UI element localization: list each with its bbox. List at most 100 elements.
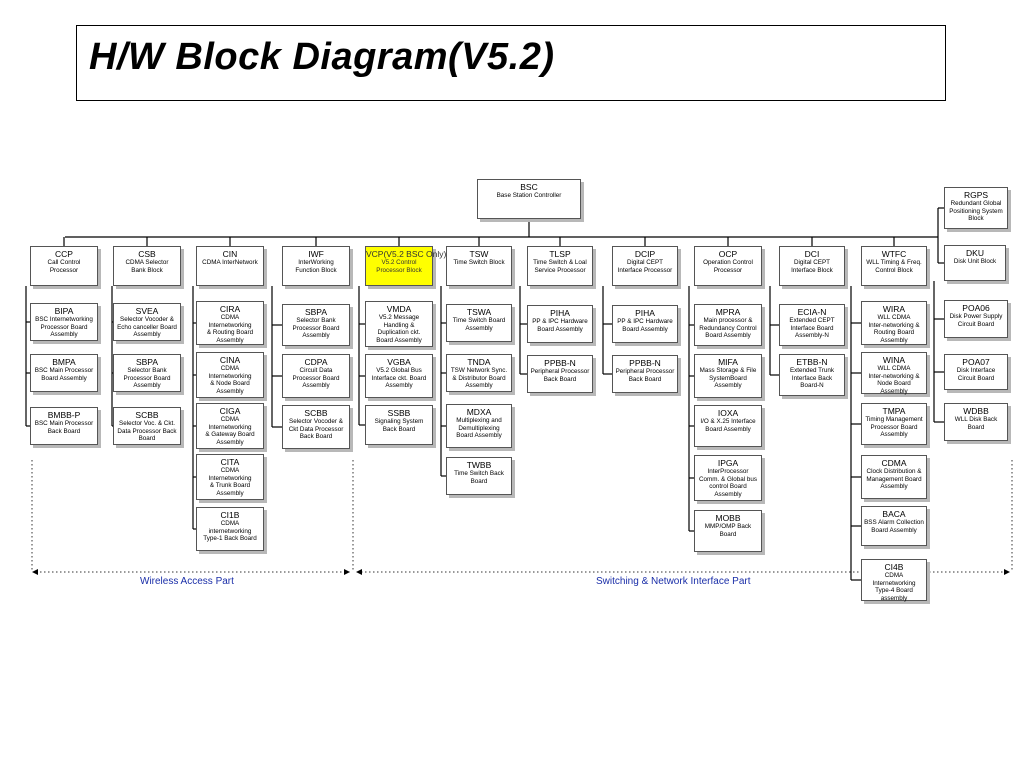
- block-label: TWBB: [466, 460, 492, 470]
- block-label: TSWA: [466, 307, 492, 317]
- block-label: CIGA: [219, 406, 241, 416]
- block-description: CDMA Internetworking & Node Board Assemb…: [208, 365, 252, 395]
- block-label: CINA: [219, 355, 241, 365]
- block-label: WTFC: [881, 249, 907, 259]
- block-label: VCP(V5.2 BSC Only): [366, 249, 447, 259]
- block-label: SCBB: [135, 410, 159, 420]
- block-label: BMPA: [52, 357, 76, 367]
- block-description: BSS Alarm Collection Board Assembly: [864, 519, 924, 534]
- block-description: V5.2 Control Processor Block: [376, 259, 422, 274]
- block-label: CIRA: [219, 304, 241, 314]
- block-description: Digital CEPT Interface Processor: [617, 259, 673, 274]
- block-label: CI4B: [884, 562, 904, 572]
- block-description: WLL CDMA Inter-networking & Node Board A…: [868, 365, 920, 395]
- block-description: V5.2 Global Bus Interface ckt. Board Ass…: [371, 367, 427, 390]
- block-description: Peripheral Processor Back Board: [615, 368, 675, 383]
- block-description: CDMA internetworking Type-1 Back Board: [203, 520, 257, 543]
- block-description: TSW Network Sync. & Distributor Board As…: [450, 367, 508, 390]
- block-description: Main processor & Redundancy Control Boar…: [699, 317, 757, 340]
- block-description: Base Station Controller: [496, 192, 562, 199]
- block-description: Signaling System Back Board: [374, 418, 424, 433]
- block-label: BACA: [882, 509, 906, 519]
- block-description: CDMA InterNetwork: [202, 259, 258, 266]
- block-description: Disk Power Supply Circuit Board: [949, 313, 1003, 328]
- block-label: IWF: [308, 249, 324, 259]
- block-description: Digital CEPT Interface Block: [791, 259, 833, 274]
- block-label: DCI: [804, 249, 820, 259]
- block-description: PP & IPC Hardware Board Assembly: [532, 318, 588, 333]
- block-description: Selector Bank Processor Board Assembly: [123, 367, 171, 390]
- block-label: TMPA: [882, 406, 906, 416]
- wireless-access-part-label: Wireless Access Part: [140, 576, 234, 587]
- block-description: BSC Internetworking Processor Board Asse…: [35, 316, 93, 339]
- block-label: WIRA: [882, 304, 906, 314]
- block-label: CDPA: [304, 357, 328, 367]
- block-label: OCP: [718, 249, 738, 259]
- block-description: CDMA Internetworking Type-4 Board assemb…: [872, 572, 916, 602]
- block-label: SVEA: [135, 306, 159, 316]
- block-description: CDMA Selector Bank Block: [125, 259, 169, 274]
- block-label: ETBB-N: [796, 357, 828, 367]
- block-label: TNDA: [467, 357, 491, 367]
- block-label: IOXA: [717, 408, 739, 418]
- block-label: CIN: [222, 249, 238, 259]
- block-label: WINA: [882, 355, 906, 365]
- block-description: MMP/OMP Back Board: [704, 523, 752, 538]
- block-description: WLL Disk Back Board: [954, 416, 998, 431]
- block-description: CDMA Internetworking & Trunk Board Assem…: [208, 467, 252, 497]
- block-vcp-v5-2-bsc-only: VCP(V5.2 BSC Only)V5.2 Control Processor…: [365, 246, 447, 286]
- block-description: Call Control Processor: [47, 259, 81, 274]
- block-description: Disk Interface Circuit Board: [956, 367, 996, 382]
- block-description: CDMA Internetworking & Routing Board Ass…: [206, 314, 254, 344]
- block-description: Multiplexing and Demultiplexing Board As…: [456, 417, 502, 440]
- switching-network-part-label: Switching & Network Interface Part: [596, 576, 751, 587]
- block-description: CDMA Internetworking & Gateway Board Ass…: [205, 416, 255, 446]
- block-description: InterWorking Function Block: [295, 259, 337, 274]
- part-dividers: [31, 460, 1013, 573]
- block-label: PIHA: [635, 308, 655, 318]
- block-label: TSW: [469, 249, 489, 259]
- block-label: BIPA: [54, 306, 74, 316]
- block-description: Disk Unit Block: [953, 258, 997, 265]
- block-description: WLL Timing & Freq. Control Block: [866, 259, 922, 274]
- block-description: BSC Main Processor Board Assembly: [34, 367, 94, 382]
- block-description: Circuit Data Processor Board Assembly: [292, 367, 340, 390]
- block-label: VGBA: [387, 357, 411, 367]
